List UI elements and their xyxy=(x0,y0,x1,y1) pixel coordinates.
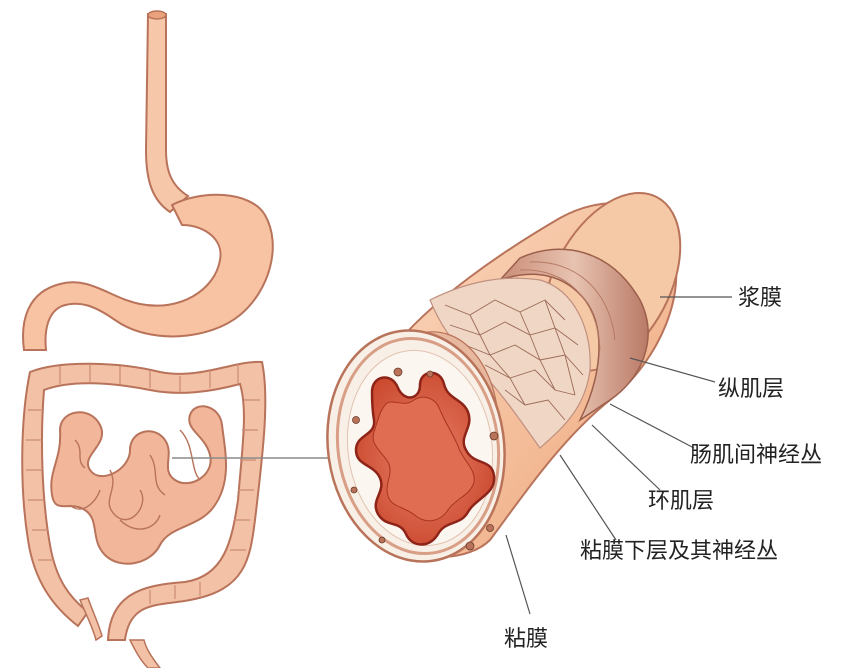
leader-mucosa xyxy=(506,535,530,614)
leader-circular-muscle xyxy=(592,425,660,490)
leader-myenteric-plexus xyxy=(610,404,694,448)
label-myenteric-plexus: 肠肌间神经丛 xyxy=(690,443,822,468)
label-serosa: 浆膜 xyxy=(738,286,782,311)
stomach xyxy=(23,195,273,350)
label-circular-muscle: 环肌层 xyxy=(648,489,714,514)
rectum xyxy=(130,640,160,668)
leader-longitudinal-muscle xyxy=(630,358,715,382)
label-longitudinal-muscle: 纵肌层 xyxy=(718,377,784,402)
digestive-tract-figure xyxy=(22,11,273,668)
esophagus xyxy=(146,14,188,212)
esophagus-opening xyxy=(148,11,166,19)
small-intestine xyxy=(51,406,226,563)
leader-submucosa xyxy=(560,455,616,540)
label-mucosa: 粘膜 xyxy=(504,627,548,652)
label-submucosa-plexus: 粘膜下层及其神经丛 xyxy=(580,539,778,564)
